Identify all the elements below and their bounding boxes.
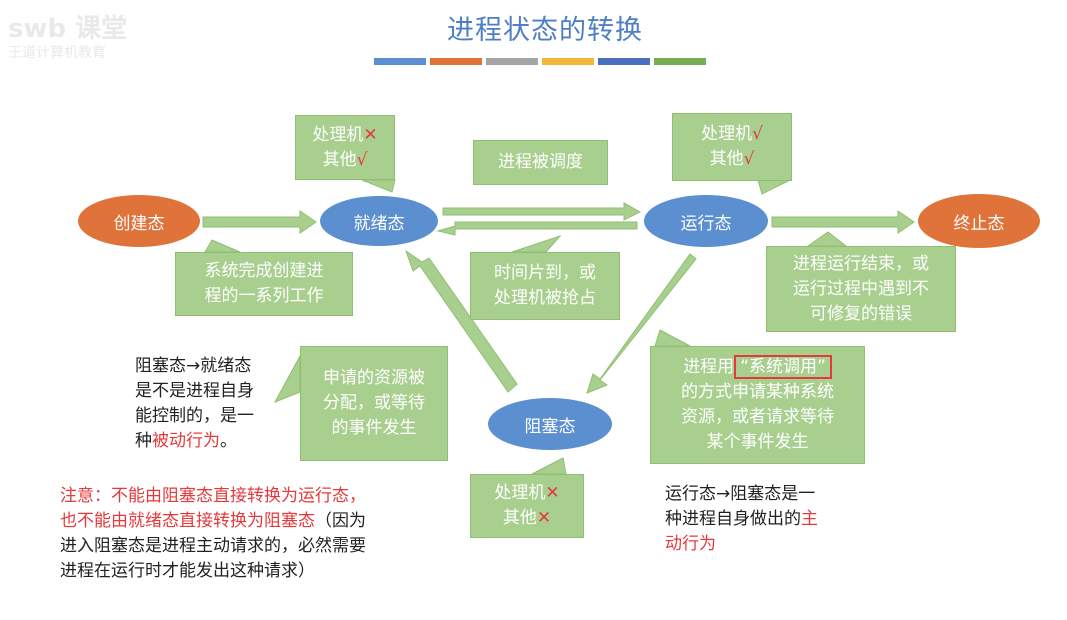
note-create-done: 系统完成创建进 程的一系列工作 [175,252,353,316]
text-running-to-blocked: 运行态→阻塞态是一 种进程自身做出的主 动行为 [665,484,818,554]
slide-title: 进程状态的转换 [447,15,643,46]
note-scheduled: 进程被调度 [473,140,608,185]
note-run-end: 进程运行结束，或 运行过程中遇到不 可修复的错误 [766,246,956,332]
state-ready: 就绪态 [320,196,438,246]
title-bar-4 [542,58,594,65]
title-bar-2 [430,58,482,65]
syscall-highlight: “系统调用” [734,355,832,379]
title-bar-6 [654,58,706,65]
note-running-resources: 处理机√ 其他√ [672,113,792,181]
arrow-running-to-blocked [586,253,697,394]
note-ready-resources: 处理机✕ 其他√ [295,115,395,180]
arrow-create-to-ready [202,210,317,234]
arrow-running-to-ready [436,221,638,236]
text-warning: 注意：不能由阻塞态直接转换为运行态， 也不能由就绪态直接转换为阻塞态（因为 进入… [60,486,366,581]
note-syscall: 进程用“系统调用” 的方式申请某种系统 资源，或者请求等待 某个事件发生 [650,346,865,464]
title-bar-1 [374,58,426,65]
note-resource-alloc: 申请的资源被 分配，或等待 的事件发生 [300,346,448,461]
note-blocked-resources: 处理机✕ 其他✕ [470,474,584,538]
state-running: 运行态 [644,195,768,247]
text-blocked-to-ready: 阻塞态→就绪态 是不是进程自身 能控制的，是一 种被动行为。 [135,356,254,451]
watermark-subtitle: 王道计算机教育 [8,45,106,61]
arrow-running-to-terminate [771,210,915,234]
title-bar-3 [486,58,538,65]
state-terminate: 终止态 [918,194,1040,248]
state-blocked: 阻塞态 [488,398,612,450]
arrow-ready-to-running [442,202,642,221]
state-create: 创建态 [78,195,200,247]
title-bar-5 [598,58,650,65]
arrow-blocked-to-ready [405,249,518,393]
note-timeslice: 时间片到，或 处理机被抢占 [470,252,620,320]
watermark-logo: swb 课堂 [8,14,128,44]
